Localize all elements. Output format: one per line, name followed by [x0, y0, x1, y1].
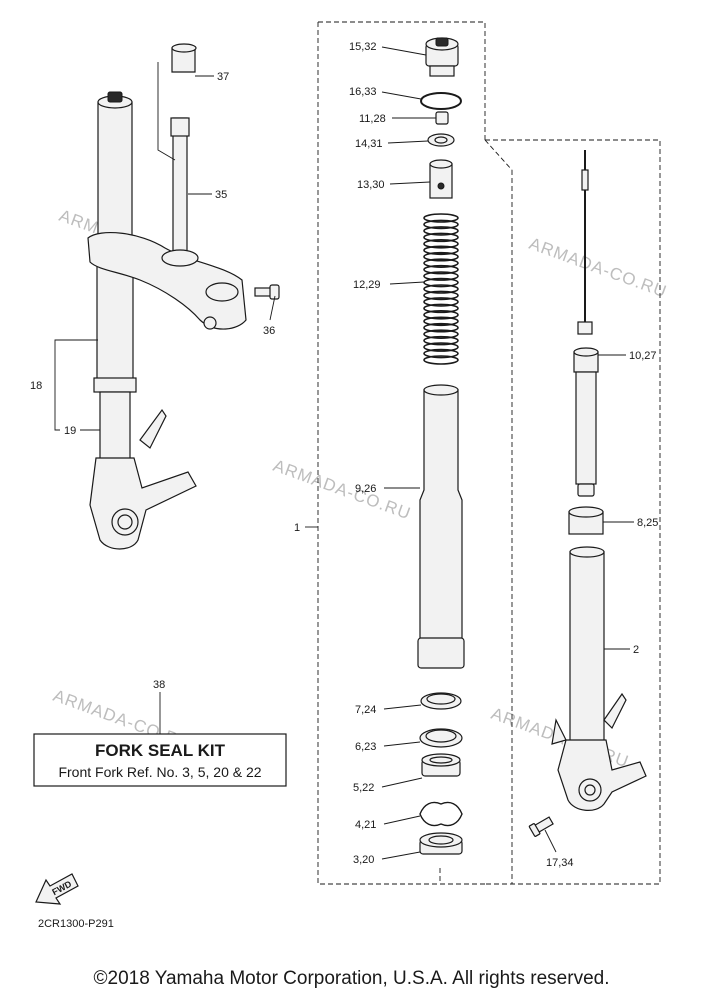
callout-36: 36	[263, 325, 275, 337]
under-bracket	[87, 231, 247, 330]
callout-4-21: 4,21	[355, 819, 376, 831]
spring-coil	[423, 271, 459, 281]
callout-7-24: 7,24	[355, 704, 376, 716]
spring-coil	[423, 277, 459, 288]
diagram-code: 2CR1300-P291	[38, 918, 114, 930]
callout-10-27: 10,27	[629, 350, 657, 362]
kit-title: FORK SEAL KIT	[95, 741, 226, 760]
outer-tube-lower	[96, 264, 134, 386]
assembled-fork	[87, 43, 280, 550]
callout-8-25: 8,25	[637, 517, 658, 529]
watermark-3: ARMADA-CO.RU	[271, 456, 414, 524]
spring-coil	[423, 290, 459, 301]
copyright-notice: ©2018 Yamaha Motor Corporation, U.S.A. A…	[93, 968, 610, 989]
outer-tube-upper	[97, 101, 133, 243]
spring-coil	[423, 251, 459, 262]
spring-coil	[423, 355, 459, 365]
callout-6-23: 6,23	[355, 741, 376, 753]
nut-part	[435, 111, 449, 125]
callout-17-34: 17,34	[546, 857, 574, 869]
fwd-arrow: FWD	[35, 873, 79, 905]
kit-subtitle: Front Fork Ref. No. 3, 5, 20 & 22	[58, 764, 261, 780]
callout-5-22: 5,22	[353, 782, 374, 794]
callout-3-20: 3,20	[353, 854, 374, 866]
callout-18: 18	[30, 380, 42, 392]
callout-1: 1	[294, 522, 300, 534]
callout-2: 2	[633, 644, 639, 656]
spring-coil	[423, 239, 459, 249]
callout-9-26: 9,26	[355, 483, 376, 495]
watermark-2: ARMADA-CO.RU	[527, 234, 670, 302]
spring-coil	[423, 232, 459, 243]
spring-coil	[423, 297, 459, 307]
callout-12-29: 12,29	[353, 279, 381, 291]
spring-coil	[423, 303, 459, 314]
spring-coil	[423, 226, 459, 236]
fork-cap-bolt	[107, 91, 123, 103]
spring-coil	[423, 329, 459, 339]
assembly-boundary	[317, 21, 661, 885]
damper-part	[573, 347, 599, 497]
spring-coil	[423, 322, 459, 333]
callout-15-32: 15,32	[349, 41, 377, 53]
steering-stem-shaft	[172, 117, 188, 259]
steering-stem-base	[161, 249, 199, 267]
steering-stem-thread	[170, 117, 190, 137]
seal-washer-part	[419, 801, 463, 827]
spring-coil	[423, 348, 459, 359]
stem-cap-top	[171, 43, 197, 53]
cap-bolt-part	[425, 37, 459, 77]
axle-pinch-bolt	[528, 816, 554, 837]
spring-coil	[423, 310, 459, 320]
bracket-boss	[203, 316, 217, 330]
pinch-bolt	[254, 284, 280, 300]
fork-spring	[423, 213, 459, 365]
tube-collar	[93, 377, 137, 393]
collar-part	[429, 159, 453, 199]
rod-end	[577, 321, 593, 335]
fork-seal-kit-box: FORK SEAL KIT Front Fork Ref. No. 3, 5, …	[33, 733, 287, 787]
axle-hole-inner	[117, 514, 133, 530]
callout-37: 37	[217, 71, 229, 83]
bushing-part	[419, 832, 463, 855]
slide-bushing-part	[568, 506, 604, 535]
callout-14-31: 14,31	[355, 138, 383, 150]
caliper-mount	[139, 408, 167, 449]
center-parts	[417, 37, 465, 855]
spring-coil	[423, 335, 459, 346]
washer-part	[427, 133, 455, 147]
spring-coil	[423, 213, 459, 223]
axle-bracket	[89, 457, 197, 550]
callout-38: 38	[153, 679, 165, 691]
bracket-pinch	[205, 282, 239, 302]
spring-coil	[423, 245, 459, 256]
rod-thread	[581, 169, 589, 191]
dust-seal-part	[420, 692, 462, 710]
spring-coil	[423, 264, 459, 275]
callout-13-30: 13,30	[357, 179, 385, 191]
spring-coil	[423, 219, 459, 230]
spring-coil	[423, 284, 459, 294]
callout-11-28: 11,28	[359, 113, 386, 125]
callout-19: 19	[64, 425, 76, 437]
inner-tube-part	[551, 546, 647, 811]
spring-coil	[423, 342, 459, 352]
right-parts	[528, 150, 647, 837]
oil-seal-part	[421, 753, 461, 777]
leader-lines	[54, 46, 634, 860]
outer-tube-part	[417, 384, 465, 669]
stopper-ring-part	[419, 728, 463, 748]
callout-labels: 37 35 36 18 19 1 15,32 16,33 11,28 14,31…	[30, 41, 658, 869]
o-ring-part	[420, 92, 462, 110]
callout-35: 35	[215, 189, 227, 201]
spring-coil	[423, 258, 459, 268]
spring-coil	[423, 316, 459, 327]
inner-tube	[99, 391, 131, 463]
callout-16-33: 16,33	[349, 86, 377, 98]
